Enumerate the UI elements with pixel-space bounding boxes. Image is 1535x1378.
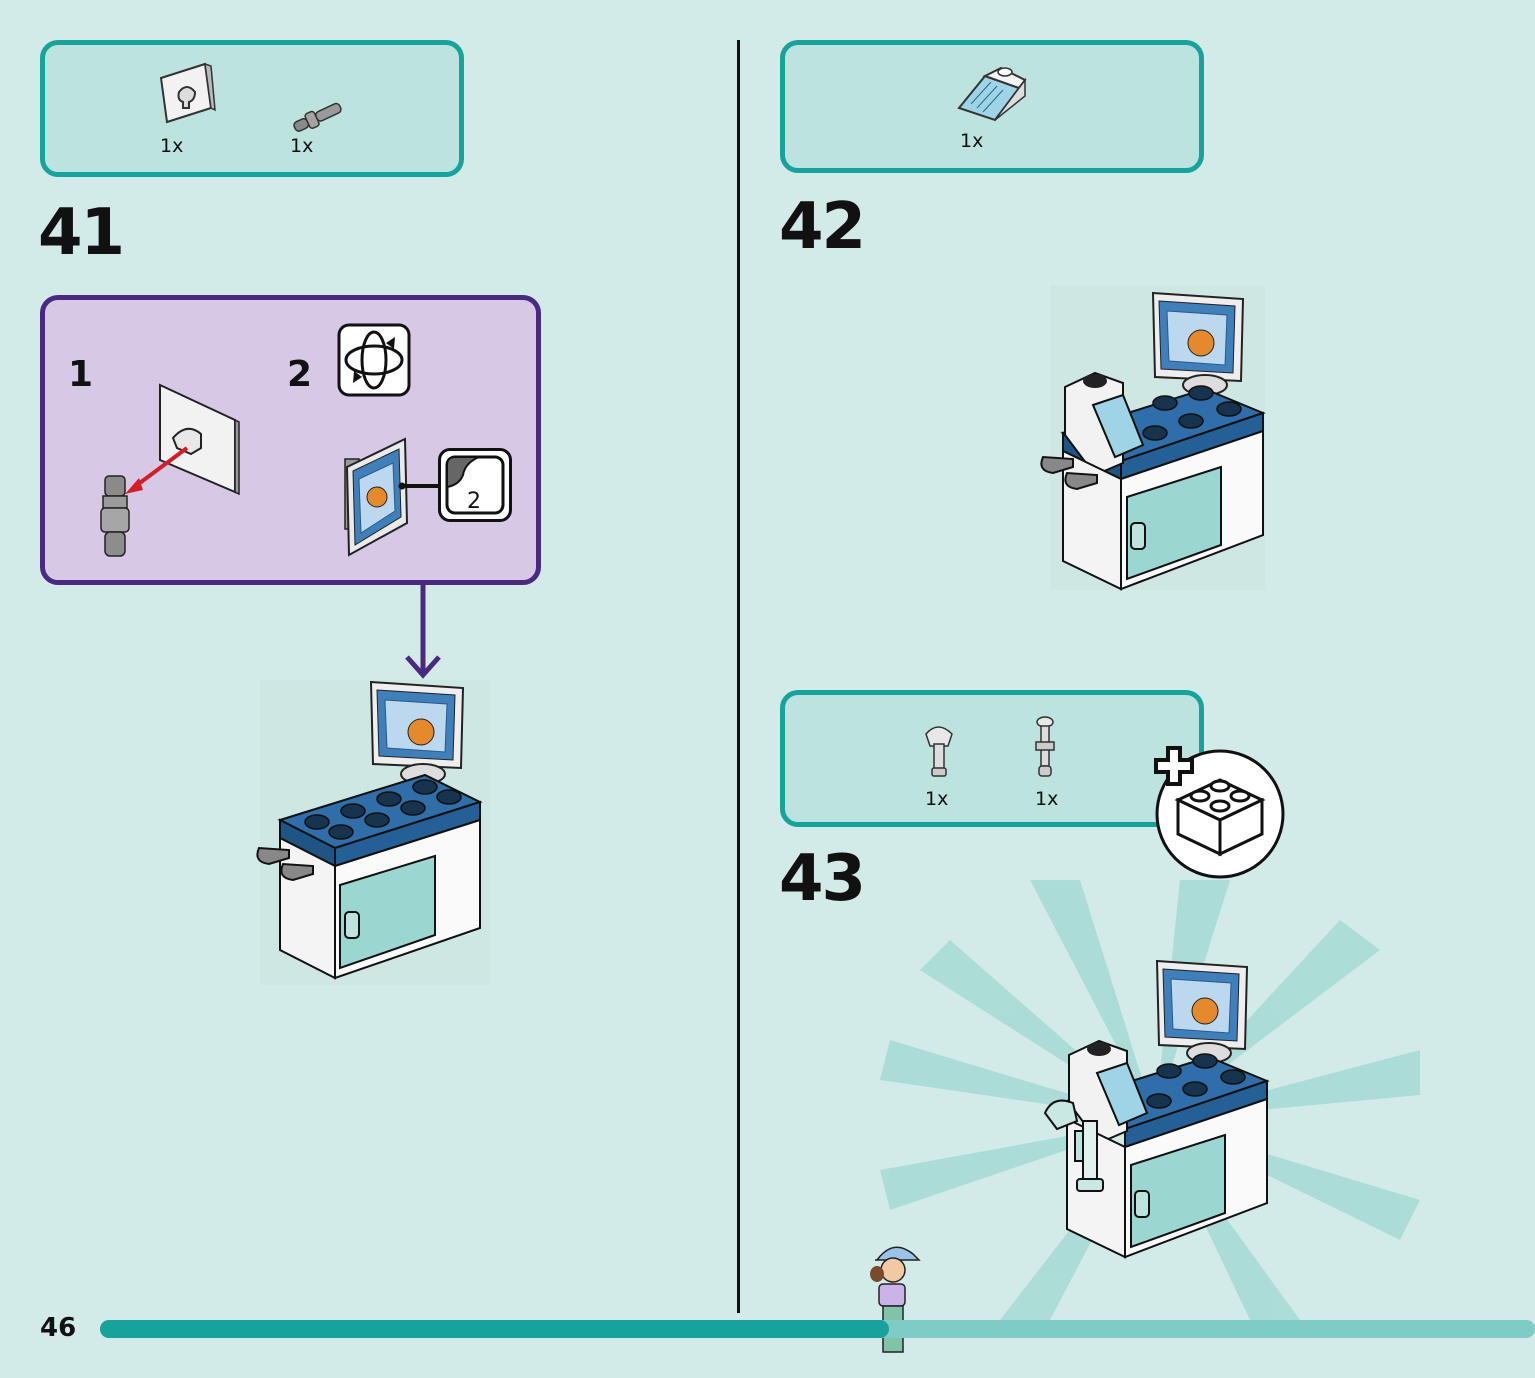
minifigure-illustration <box>870 1246 921 1353</box>
monitor-assembly <box>344 437 409 557</box>
hose-nozzle-part-icon <box>925 726 953 777</box>
step-number: 43 <box>779 842 866 916</box>
page-number: 46 <box>40 1313 77 1343</box>
step-number: 42 <box>779 190 866 264</box>
rotate-model-icon <box>337 323 411 397</box>
step-number: 41 <box>38 196 125 270</box>
page-divider <box>737 40 740 1313</box>
parts-box-step-41 <box>40 40 464 177</box>
printed-slope-part-icon <box>957 66 1027 122</box>
down-arrow-icon <box>405 585 441 679</box>
sticker-number-box: 2 <box>438 448 512 522</box>
model-illustration-step-43 <box>1043 959 1270 1259</box>
part-qty: 1x <box>160 135 184 157</box>
bracket-plate-assembly <box>100 383 240 557</box>
sticker-pointer <box>398 482 442 490</box>
bar-handle-part-icon <box>1035 716 1055 777</box>
progress-fill <box>100 1320 889 1338</box>
part-qty: 1x <box>960 130 984 152</box>
substep-number: 2 <box>287 354 313 395</box>
model-illustration-step-41 <box>256 680 490 985</box>
bar-connector-part-icon <box>293 102 342 132</box>
model-illustration-step-42 <box>1040 285 1266 591</box>
parts-box-step-43 <box>780 690 1204 827</box>
sticker-icon <box>445 455 505 515</box>
bracket-plate-part-icon <box>159 62 216 124</box>
add-brick-icon <box>1154 746 1285 879</box>
part-qty: 1x <box>290 135 314 157</box>
sticker-number: 2 <box>467 489 481 514</box>
substep-number: 1 <box>68 354 94 395</box>
part-qty: 1x <box>925 788 949 810</box>
part-qty: 1x <box>1035 788 1059 810</box>
